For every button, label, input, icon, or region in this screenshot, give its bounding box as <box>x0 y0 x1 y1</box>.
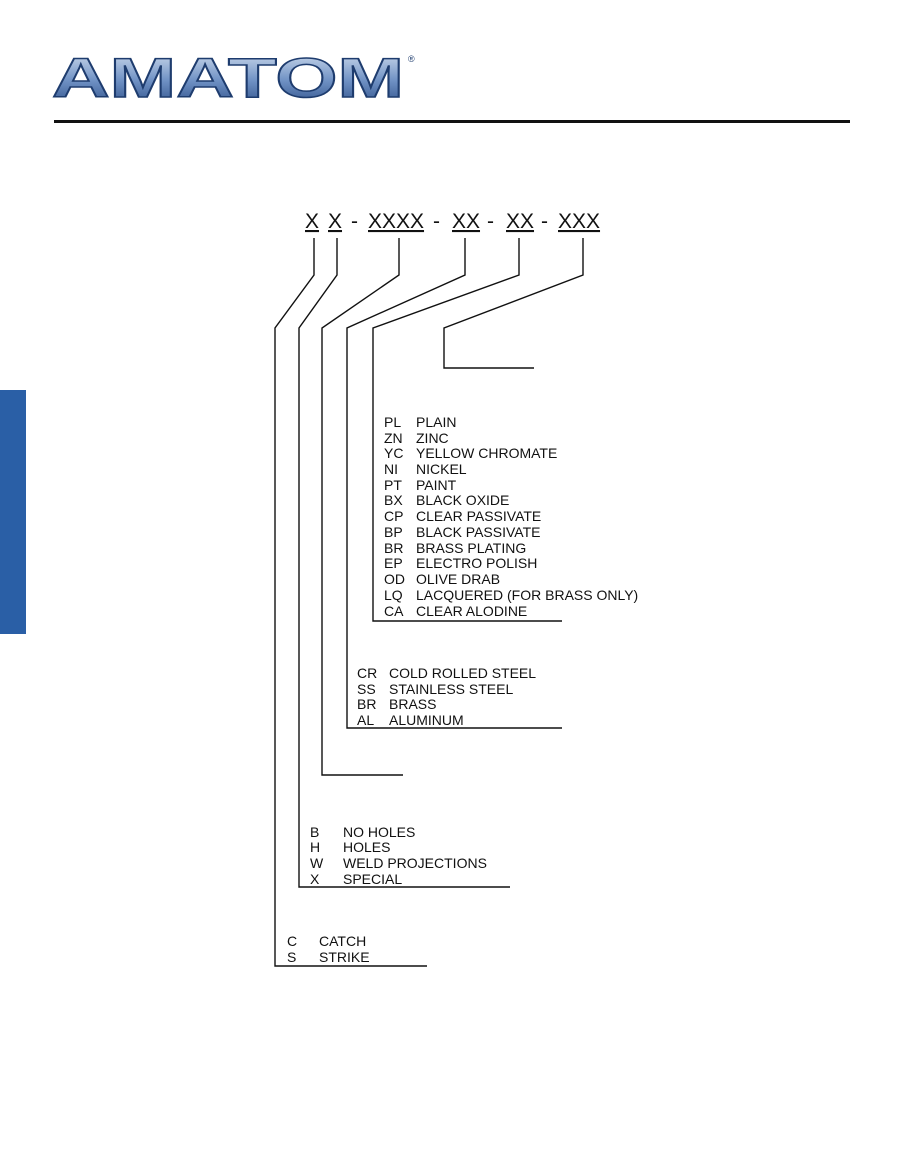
finish-code: NI <box>384 461 398 477</box>
finish-label: BRASS PLATING <box>416 540 526 556</box>
material-code: CR <box>357 665 377 681</box>
finish-label: LACQUERED (FOR BRASS ONLY) <box>416 587 638 603</box>
material-options: CR COLD ROLLED STEEL SS STAINLESS STEEL … <box>357 665 536 728</box>
finish-code: BR <box>384 540 403 556</box>
leader-line-suffix <box>443 238 584 369</box>
leader-line-type <box>274 238 427 967</box>
finish-label: OLIVE DRAB <box>416 571 500 587</box>
finish-code: CA <box>384 603 404 619</box>
type-code: S <box>287 949 296 965</box>
finish-code: PT <box>384 477 402 493</box>
finish-label: PLAIN <box>416 414 456 430</box>
finish-code: LQ <box>384 587 403 603</box>
finish-label: ELECTRO POLISH <box>416 555 537 571</box>
finish-label: BLACK PASSIVATE <box>416 524 541 540</box>
holes-code: H <box>310 839 320 855</box>
holes-code: X <box>310 871 320 887</box>
finish-code: EP <box>384 555 403 571</box>
leader-line-size <box>321 238 403 776</box>
side-color-tab <box>0 390 26 634</box>
finish-label: CLEAR ALODINE <box>416 603 527 619</box>
code-segment-size: XXXX <box>368 210 424 233</box>
code-separator: - <box>351 210 358 233</box>
code-separator: - <box>487 210 494 233</box>
type-label: CATCH <box>319 933 366 949</box>
leader-lines <box>274 238 584 967</box>
holes-label: WELD PROJECTIONS <box>343 855 487 871</box>
holes-label: SPECIAL <box>343 871 402 887</box>
material-label: COLD ROLLED STEEL <box>389 665 536 681</box>
material-label: STAINLESS STEEL <box>389 681 513 697</box>
finish-label: CLEAR PASSIVATE <box>416 508 541 524</box>
material-code: SS <box>357 681 376 697</box>
registered-mark: ® <box>408 54 415 64</box>
leader-line-finish <box>372 238 562 622</box>
finish-code: ZN <box>384 430 403 446</box>
code-segment-finish: XX <box>506 210 534 233</box>
header-rule <box>54 120 850 123</box>
material-label: BRASS <box>389 696 436 712</box>
code-separator: - <box>433 210 440 233</box>
holes-code: W <box>310 855 324 871</box>
finish-code: OD <box>384 571 405 587</box>
type-label: STRIKE <box>319 949 370 965</box>
type-code: C <box>287 933 297 949</box>
finish-code: PL <box>384 414 401 430</box>
material-code: AL <box>357 712 374 728</box>
holes-code: B <box>310 824 319 840</box>
finish-options: PL PLAIN ZN ZINC YC YELLOW CHROMATE NI N… <box>384 414 638 619</box>
leader-line-material <box>346 238 562 729</box>
amatom-logo: AMATOM ® <box>51 50 415 102</box>
finish-code: BP <box>384 524 403 540</box>
finish-code: CP <box>384 508 403 524</box>
type-options: C CATCH S STRIKE <box>287 933 370 965</box>
holes-label: NO HOLES <box>343 824 415 840</box>
finish-label: PAINT <box>416 477 457 493</box>
finish-label: BLACK OXIDE <box>416 492 509 508</box>
finish-label: YELLOW CHROMATE <box>416 445 557 461</box>
leader-line-holes <box>298 238 510 888</box>
material-label: ALUMINUM <box>389 712 464 728</box>
holes-label: HOLES <box>343 839 390 855</box>
holes-options: B NO HOLES H HOLES W WELD PROJECTIONS X … <box>310 824 487 887</box>
finish-code: YC <box>384 445 403 461</box>
finish-code: BX <box>384 492 403 508</box>
code-segment-holes: X <box>328 210 342 233</box>
code-segment-suffix: XXX <box>558 210 600 233</box>
code-segment-material: XX <box>452 210 480 233</box>
material-code: BR <box>357 696 376 712</box>
part-number-code: X X - XXXX - XX - XX - XXX <box>305 210 600 233</box>
brand-logo-text: AMATOM <box>52 50 404 102</box>
code-separator: - <box>541 210 548 233</box>
finish-label: NICKEL <box>416 461 467 477</box>
code-segment-type: X <box>305 210 319 233</box>
finish-label: ZINC <box>416 430 449 446</box>
